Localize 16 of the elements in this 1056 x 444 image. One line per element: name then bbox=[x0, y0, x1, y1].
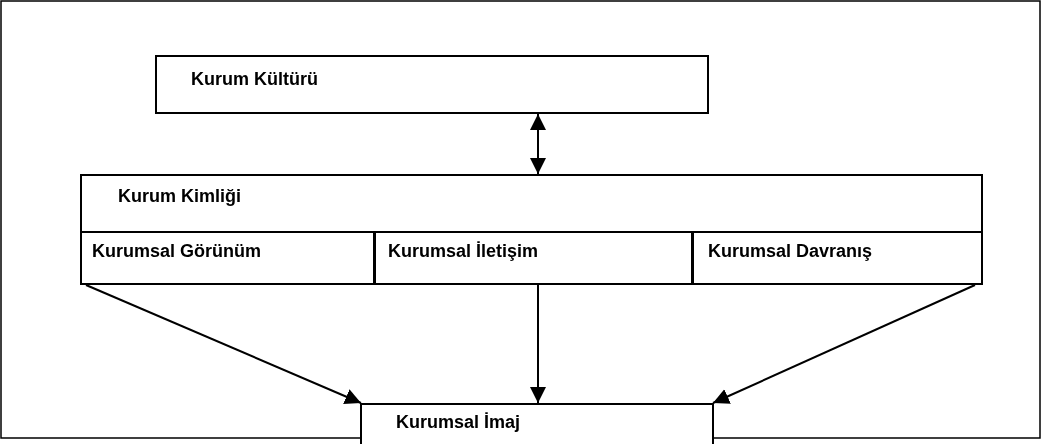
process-box bbox=[155, 55, 709, 114]
box-label: Kurumsal Görünüm bbox=[92, 241, 261, 262]
arrow bbox=[712, 284, 976, 404]
process-box bbox=[80, 174, 983, 285]
arrow bbox=[85, 284, 362, 405]
process-box bbox=[360, 403, 714, 444]
table-cell bbox=[692, 231, 983, 285]
arrow bbox=[530, 113, 546, 175]
table-cell bbox=[374, 231, 693, 285]
table-cell bbox=[80, 231, 375, 285]
box-label: Kurumsal Davranış bbox=[708, 241, 873, 262]
box-label: Kurum Kültürü bbox=[191, 69, 318, 90]
box-label: Kurumsal İmaj bbox=[396, 412, 521, 433]
arrow bbox=[530, 284, 546, 404]
box-label: Kurumsal İletişim bbox=[388, 241, 539, 262]
box-label: Kurum Kimliği bbox=[118, 186, 241, 207]
